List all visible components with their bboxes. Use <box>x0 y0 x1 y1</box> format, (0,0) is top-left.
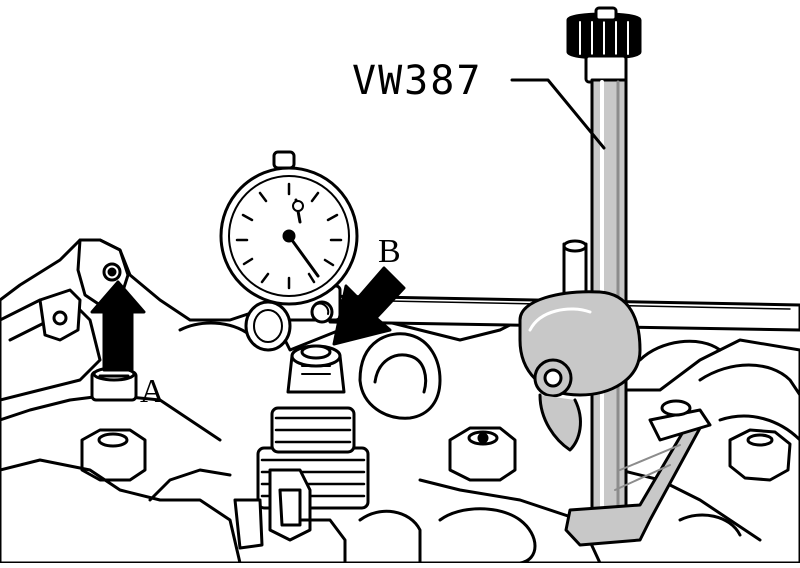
valve-cap-b <box>286 344 346 394</box>
label-a: A <box>140 373 165 410</box>
label-vw387: VW387 <box>352 58 482 104</box>
tool-vw387 <box>518 6 712 547</box>
arrow-b <box>332 266 406 346</box>
label-b: B <box>378 233 401 270</box>
bolt-centre <box>448 426 517 482</box>
dial-tick-marks <box>235 182 343 290</box>
dial-gauge <box>219 150 359 352</box>
bolt-left-a <box>90 366 138 402</box>
valve-spring-assembly <box>233 406 370 565</box>
arrow-a <box>90 280 146 372</box>
tool-leader-line <box>510 78 606 150</box>
bolt-left-b <box>80 428 147 482</box>
bolt-right <box>728 428 792 482</box>
lower-left-block <box>0 458 242 565</box>
